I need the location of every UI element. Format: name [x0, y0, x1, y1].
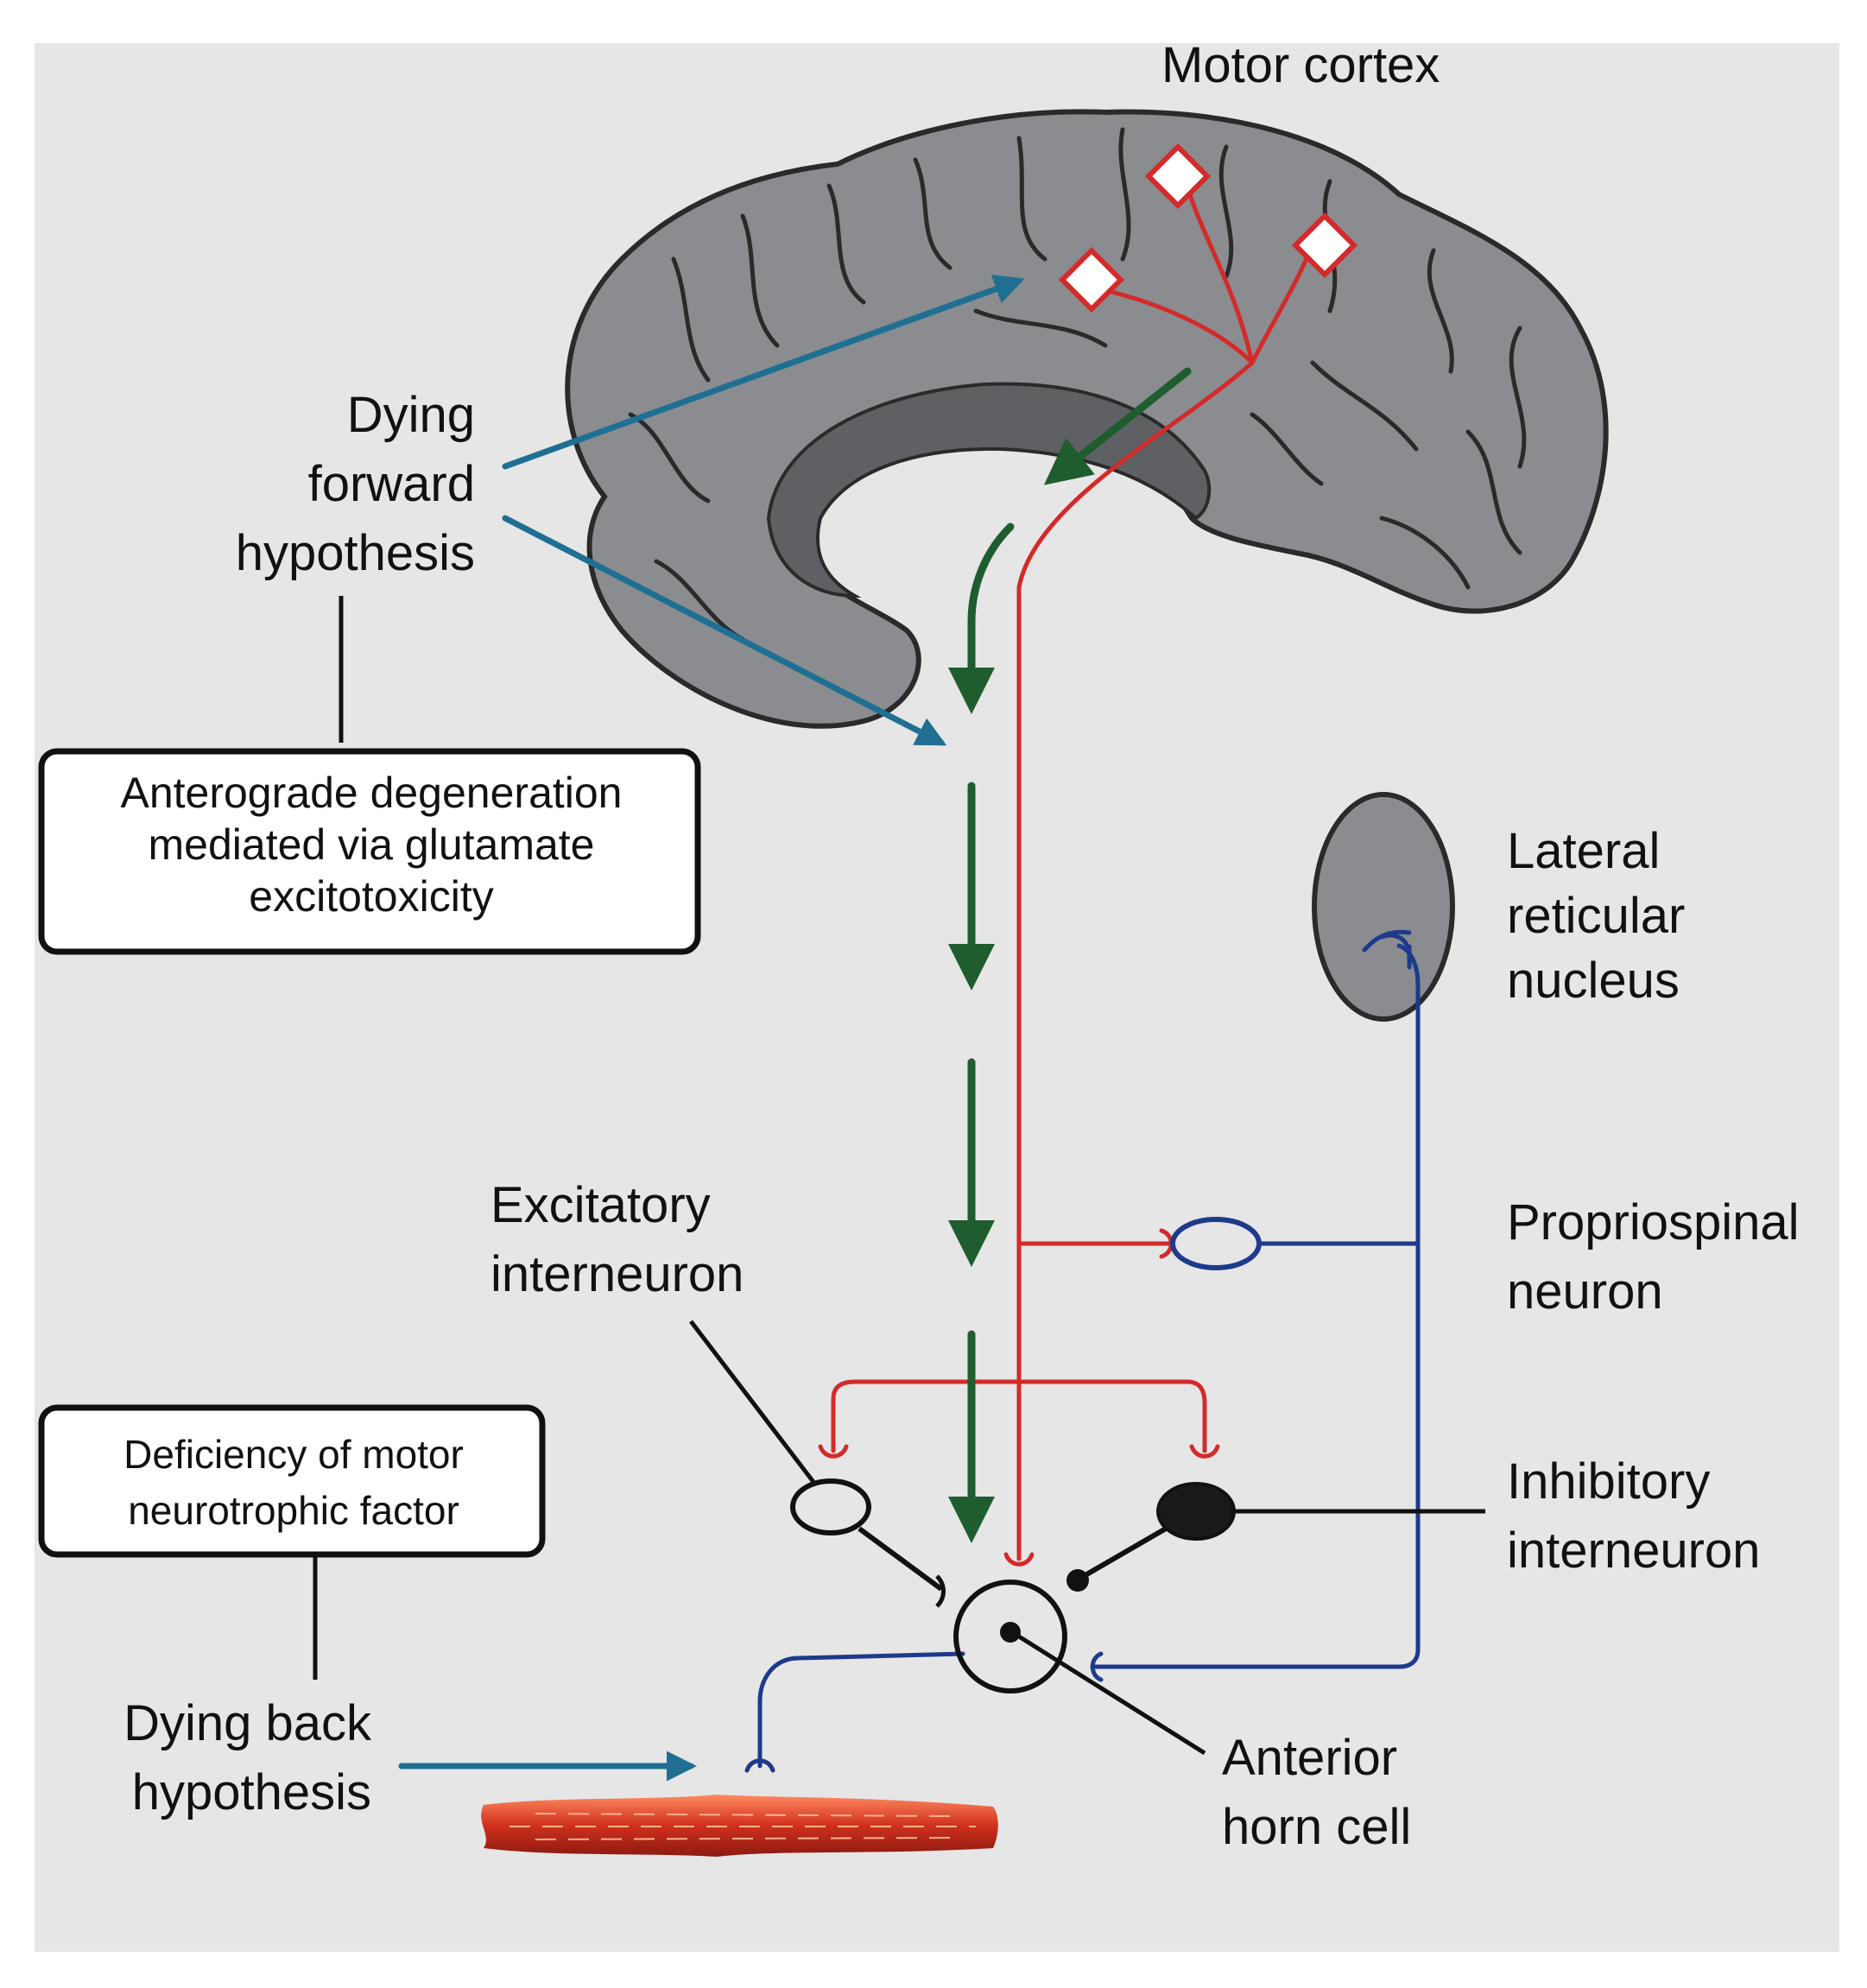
excitatory-interneuron: [790, 1478, 946, 1608]
anterior-horn-cell: [953, 1580, 1067, 1694]
svg-text:neuron: neuron: [1507, 1263, 1663, 1320]
dying-back-label: Dying back hypothesis: [123, 1695, 372, 1820]
motor-cortex-neurons: [1058, 142, 1358, 313]
svg-text:Anterior: Anterior: [1222, 1730, 1397, 1786]
brain-sulci: [628, 127, 1527, 642]
deficiency-box: [38, 1404, 546, 1558]
inhibitory-interneuron: [1066, 1482, 1236, 1592]
motor-cortex-label: Motor cortex: [1161, 37, 1440, 93]
deficiency-box-text: Deficiency of motor neurotrophic factor: [123, 1432, 464, 1533]
svg-text:interneuron: interneuron: [1507, 1523, 1760, 1579]
svg-text:Excitatory: Excitatory: [490, 1177, 711, 1233]
svg-text:Dying back: Dying back: [123, 1695, 372, 1751]
svg-text:forward: forward: [308, 456, 475, 512]
degeneration-arrow: [1043, 367, 1192, 485]
dying-forward-label: Dying forward hypothesis: [236, 387, 475, 581]
inhibitory-interneuron-label: Inhibitory interneuron: [1507, 1453, 1760, 1579]
leader-lines: [313, 596, 1485, 1756]
pointer-arrow-to-cortex: [502, 275, 1025, 470]
propriospinal-neuron: [1170, 1217, 1262, 1270]
lateral-reticular-label: Lateral reticular nucleus: [1507, 823, 1685, 1009]
anterograde-degeneration-box: [38, 748, 701, 955]
svg-text:Lateral: Lateral: [1507, 823, 1660, 879]
anterograde-box-text: Anterograde degeneration mediated via gl…: [120, 769, 622, 921]
pointer-arrows: [398, 275, 1025, 1782]
muscle-fiber: [481, 1795, 998, 1857]
svg-text:Propriospinal: Propriospinal: [1507, 1194, 1800, 1250]
svg-text:horn cell: horn cell: [1222, 1799, 1411, 1855]
degeneration-arrow: [948, 522, 1015, 714]
reticulospinal-pathway: [744, 929, 1421, 1773]
svg-text:Anterograde degeneration: Anterograde degeneration: [120, 769, 622, 817]
svg-text:mediated via glutamate: mediated via glutamate: [149, 820, 595, 869]
svg-text:Dying: Dying: [347, 387, 475, 443]
svg-text:Inhibitory: Inhibitory: [1507, 1453, 1710, 1510]
svg-text:reticular: reticular: [1507, 888, 1685, 944]
pointer-arrow-to-tract: [502, 515, 947, 746]
excitatory-interneuron-label: Excitatory interneuron: [490, 1177, 744, 1302]
degeneration-arrows: [948, 367, 1192, 1543]
svg-text:nucleus: nucleus: [1507, 953, 1680, 1009]
lateral-reticular-nucleus: [1312, 792, 1455, 1022]
anterior-horn-cell-label: Anterior horn cell: [1222, 1730, 1411, 1855]
propriospinal-neuron-label: Propriospinal neuron: [1507, 1194, 1800, 1320]
svg-text:excitotoxicity: excitotoxicity: [249, 872, 493, 921]
svg-text:neurotrophic factor: neurotrophic factor: [128, 1488, 459, 1533]
svg-text:hypothesis: hypothesis: [132, 1764, 371, 1820]
svg-text:Deficiency of motor: Deficiency of motor: [123, 1432, 464, 1477]
upper-motor-neuron: [818, 183, 1311, 1567]
svg-text:interneuron: interneuron: [490, 1246, 744, 1302]
svg-text:hypothesis: hypothesis: [236, 525, 475, 581]
